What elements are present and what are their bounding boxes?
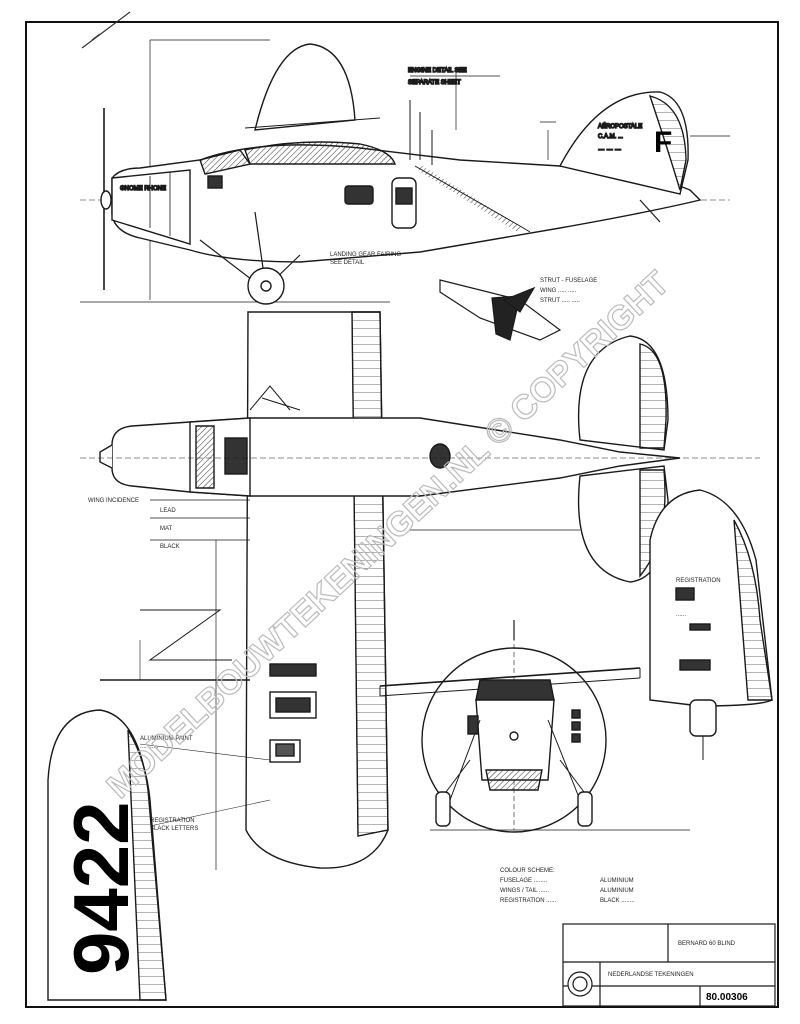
svg-text:MAT: MAT [160,526,173,532]
title-block-subtitle: NEDERLANDSE TEKENINGEN [608,972,694,978]
svg-text:C.A.M. ...: C.A.M. ... [598,134,623,140]
svg-text:LEAD: LEAD [160,508,176,514]
wing-registration-number: 9422 [57,801,145,975]
tail-registration-letter: F [654,126,672,159]
svg-text:STRUT - FUSELAGE: STRUT - FUSELAGE [540,278,597,284]
title-block-title: BERNARD 60 BLIND [678,941,736,947]
svg-text:BLACK LETTERS: BLACK LETTERS [150,826,198,832]
svg-text:BLACK: BLACK [160,544,180,550]
svg-text:FUSELAGE ........: FUSELAGE ........ [500,878,547,884]
svg-text:REGISTRATION ......: REGISTRATION ...... [500,898,557,904]
svg-text:WINGS / TAIL ......: WINGS / TAIL ...... [500,888,549,894]
top-view: WING INCIDENCE LEAD MAT BLACK ALUMINIUM … [80,311,760,870]
svg-text:.... ......: .... ...... [140,744,159,750]
notes-block: COLOUR SCHEME: FUSELAGE ........ WINGS /… [500,868,635,904]
corner-mark [81,11,131,49]
drawing-number: 80.00306 [706,992,748,1003]
svg-text:WING ..... .....: WING ..... ..... [540,288,577,294]
svg-text:COLOUR SCHEME:: COLOUR SCHEME: [500,868,555,874]
svg-text:WING INCIDENCE: WING INCIDENCE [88,498,139,504]
svg-text:ENGINE DETAIL SEE: ENGINE DETAIL SEE [408,68,467,74]
svg-text:STRUT ..... .....: STRUT ..... ..... [540,298,580,304]
svg-text:ALUMINIUM: ALUMINIUM [600,878,634,884]
svg-text:ALUMINIUM PAINT: ALUMINIUM PAINT [140,736,193,742]
wing-underside-view [47,709,167,1001]
svg-text:AÉROPOSTALE: AÉROPOSTALE [598,123,642,130]
svg-text:SEE DETAIL: SEE DETAIL [330,260,365,266]
sheet-border [25,21,779,1008]
title-block [562,923,776,1007]
svg-text:BLACK ........: BLACK ........ [600,898,635,904]
side-view: GNOME RHONE AÉROPOSTALE C.A.M. ... .... … [80,39,730,305]
svg-text:LANDING GEAR FAIRING: LANDING GEAR FAIRING [330,252,401,258]
svg-text:ALUMINIUM: ALUMINIUM [600,888,634,894]
svg-text:GNOME RHONE: GNOME RHONE [120,186,166,192]
svg-text:SEPARATE SHEET: SEPARATE SHEET [408,80,461,86]
front-view [379,620,690,833]
svg-text:REGISTRATION: REGISTRATION [676,578,721,584]
svg-text:.... .... ....: .... .... .... [598,146,622,152]
rudder-detail: REGISTRATION ...... [649,489,773,760]
svg-text:......: ...... [676,612,686,618]
strut-detail: STRUT - FUSELAGE WING ..... ..... STRUT … [330,252,597,341]
